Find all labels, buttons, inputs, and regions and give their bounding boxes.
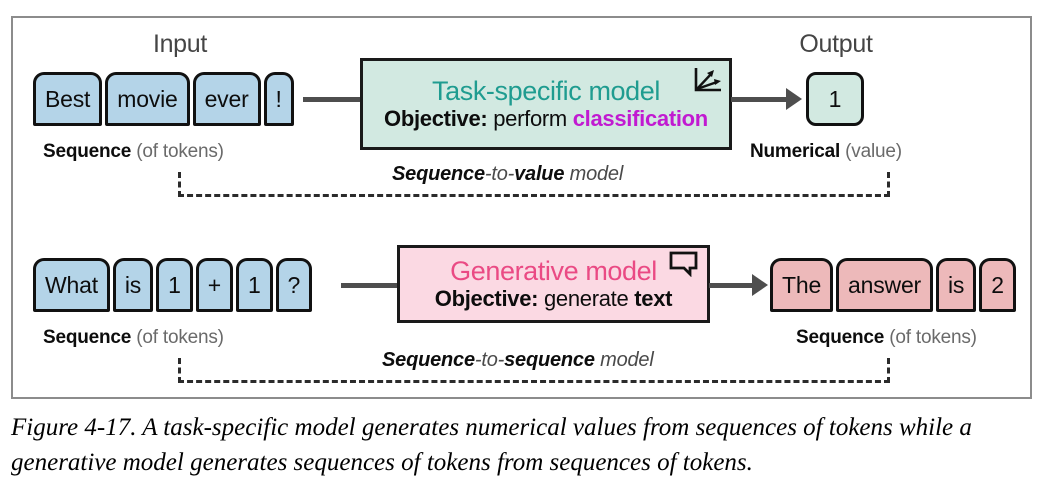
bracket-sequence-to-sequence [178,358,890,383]
objective-label: Objective: [384,106,488,132]
caption-strong: Sequence [43,141,132,162]
token-chip-input2-2: 1 [156,258,193,312]
bracket-label-sequence-to-value: Sequence-to-value model [392,163,623,186]
bracket-part-c: sequence [504,349,595,371]
chart-axes-icon [693,66,723,94]
bracket-part-d: model [564,163,624,185]
token-chip-input2-3: + [195,258,233,312]
token-chip-input1-3: ! [263,72,294,126]
token-chip-output2-3: 2 [979,258,1016,312]
objective-accent: text [634,286,673,312]
objective-verb: perform [487,106,573,132]
input-sequence-caption-1: Sequence (of tokens) [43,141,224,163]
token-chip-output2-2: is [936,258,977,312]
input-heading-row1: Input [152,30,208,58]
bracket-part-a: Sequence [382,349,475,371]
connector-input-to-generative-model [341,283,401,288]
token-chip-input2-0: What [33,258,110,312]
caption-rest: (of tokens) [131,141,224,162]
generative-model-title: Generative model [450,255,657,286]
caption-strong: Numerical [750,141,841,162]
token-chip-input2-1: is [112,258,154,312]
task-model-title: Task-specific model [432,75,660,106]
output-heading-row1: Output [799,30,873,58]
arrow-line-task-to-output [731,97,788,102]
bracket-label-sequence-to-sequence: Sequence-to-sequence model [382,349,654,372]
bracket-part-a: Sequence [392,163,485,185]
arrow-head-generative-to-output [752,274,768,296]
arrow-head-task-to-output [786,88,802,110]
caption-rest: (value) [840,141,902,162]
bracket-part-b: -to- [484,163,515,185]
objective-accent: classification [572,106,709,132]
arrow-line-generative-to-output [709,283,754,288]
objective-verb: generate [538,286,635,312]
bracket-part-d: model [594,349,654,371]
token-chip-output2-0: The [770,258,834,312]
caption-strong: Sequence [796,327,885,348]
figure-caption: Figure 4-17. A task-specific model gener… [11,414,972,476]
token-chip-input1-0: Best [33,72,103,126]
speech-bubble-icon [669,251,699,278]
bracket-part-c: value [514,163,565,185]
objective-label: Objective: [434,286,539,312]
input-sequence-caption-2: Sequence (of tokens) [43,327,224,349]
token-chip-input1-1: movie [105,72,190,126]
caption-rest: (of tokens) [131,327,224,348]
generative-model-box[interactable]: Generative model Objective: generate tex… [397,245,710,323]
connector-input-to-task-model [303,97,365,102]
token-chip-output2-1: answer [836,258,933,312]
generative-model-objective: Objective: generate text [434,286,673,312]
caption-strong: Sequence [43,327,132,348]
task-specific-model-box[interactable]: Task-specific model Objective: perform c… [360,58,732,150]
output-numerical-caption: Numerical (value) [750,141,902,163]
output-sequence-caption-2: Sequence (of tokens) [796,327,977,349]
output-numerical-box: 1 [806,72,864,126]
token-chip-input2-4: 1 [235,258,273,312]
caption-rest: (of tokens) [884,327,977,348]
task-model-objective: Objective: perform classification [384,106,709,132]
token-chip-input1-2: ever [192,72,261,126]
bracket-part-b: -to- [474,349,505,371]
token-chip-input2-5: ? [275,258,313,312]
bracket-sequence-to-value [178,172,890,197]
